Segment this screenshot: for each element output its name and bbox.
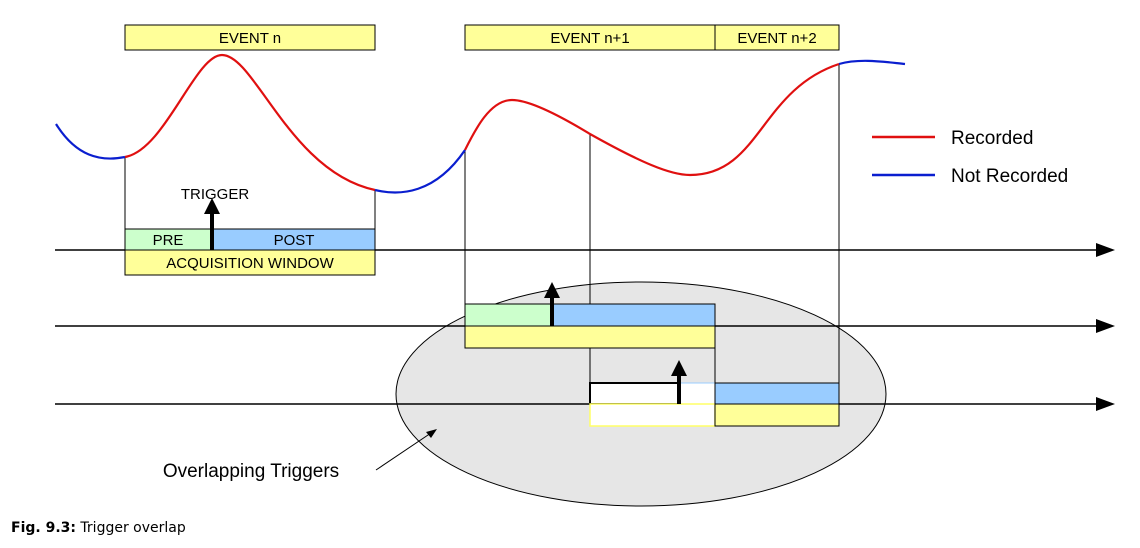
event-n2-label: EVENT n+2 xyxy=(737,30,816,47)
event-n2-box: EVENT n+2 xyxy=(714,24,840,51)
trigger-arrow-3 xyxy=(671,360,687,404)
caption-prefix: Fig. 9.3: xyxy=(11,520,76,536)
pre-label: PRE xyxy=(153,232,184,249)
trigger-arrow-2 xyxy=(544,282,560,326)
acquisition-window-1: PRE POST ACQUISITION WINDOW xyxy=(124,228,376,276)
event-n1-box: EVENT n+1 xyxy=(464,24,716,51)
waveform-not-recorded-1 xyxy=(55,123,126,160)
waveform-recorded-2 xyxy=(464,62,840,177)
acquisition-window-2 xyxy=(464,303,716,349)
waveform-not-recorded-2 xyxy=(374,149,466,194)
signal-waveform xyxy=(55,53,906,194)
legend: Recorded Not Recorded xyxy=(872,128,1068,187)
event-n1-label: EVENT n+1 xyxy=(550,30,629,47)
legend-recorded-label: Recorded xyxy=(951,128,1033,149)
figure-caption: Fig. 9.3: Trigger overlap xyxy=(11,520,186,536)
trigger-label: TRIGGER xyxy=(181,186,250,203)
acquisition-window-3 xyxy=(589,382,840,427)
trigger-arrow-1 xyxy=(204,198,220,250)
caption-text: Trigger overlap xyxy=(76,520,186,536)
overlapping-triggers-label: Overlapping Triggers xyxy=(163,461,339,482)
event-n-label: EVENT n xyxy=(219,30,281,47)
event-n-box: EVENT n xyxy=(124,24,376,51)
waveform-recorded-1 xyxy=(124,53,376,192)
overlap-callout xyxy=(375,429,437,471)
waveform-not-recorded-3 xyxy=(838,59,906,66)
legend-not-recorded-label: Not Recorded xyxy=(951,166,1068,187)
acquisition-window-label: ACQUISITION WINDOW xyxy=(166,255,334,272)
post-label: POST xyxy=(274,232,315,249)
